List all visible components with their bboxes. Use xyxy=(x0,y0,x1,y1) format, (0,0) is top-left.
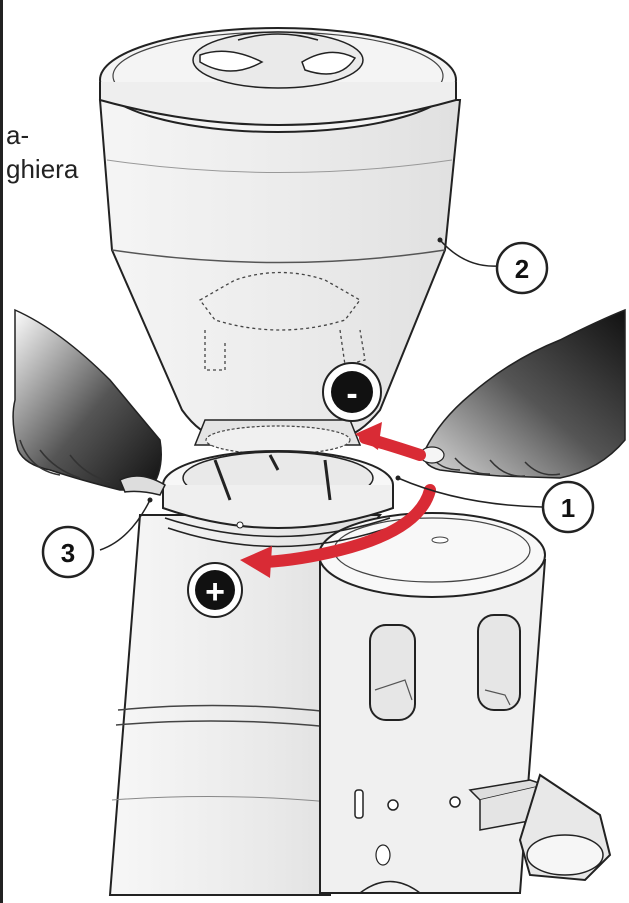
callout-1: 1 xyxy=(541,480,595,534)
rotation-arrows xyxy=(240,422,436,578)
left-hand xyxy=(12,308,166,496)
callout-2-label: 2 xyxy=(515,254,529,284)
doser-unit xyxy=(318,512,612,894)
clockwise-arrow xyxy=(259,484,436,568)
minus-badge: - xyxy=(322,362,382,422)
left-border-line xyxy=(0,0,3,903)
caption-fragment-line2: ghiera xyxy=(6,154,79,184)
hopper xyxy=(98,27,462,439)
callout-1-label: 1 xyxy=(561,493,575,523)
callout-3: 3 xyxy=(41,525,95,579)
callout-2: 2 xyxy=(495,241,549,295)
grind-adjustment-ring xyxy=(162,419,394,548)
plus-symbol: + xyxy=(205,573,225,611)
leader-lines xyxy=(99,237,543,551)
plus-badge: + xyxy=(187,562,243,618)
caption-fragment-line1: a- xyxy=(6,120,30,150)
grinder-body xyxy=(108,514,383,896)
callout-3-label: 3 xyxy=(61,538,75,568)
right-hand xyxy=(419,308,626,479)
minus-symbol: - xyxy=(346,375,357,413)
